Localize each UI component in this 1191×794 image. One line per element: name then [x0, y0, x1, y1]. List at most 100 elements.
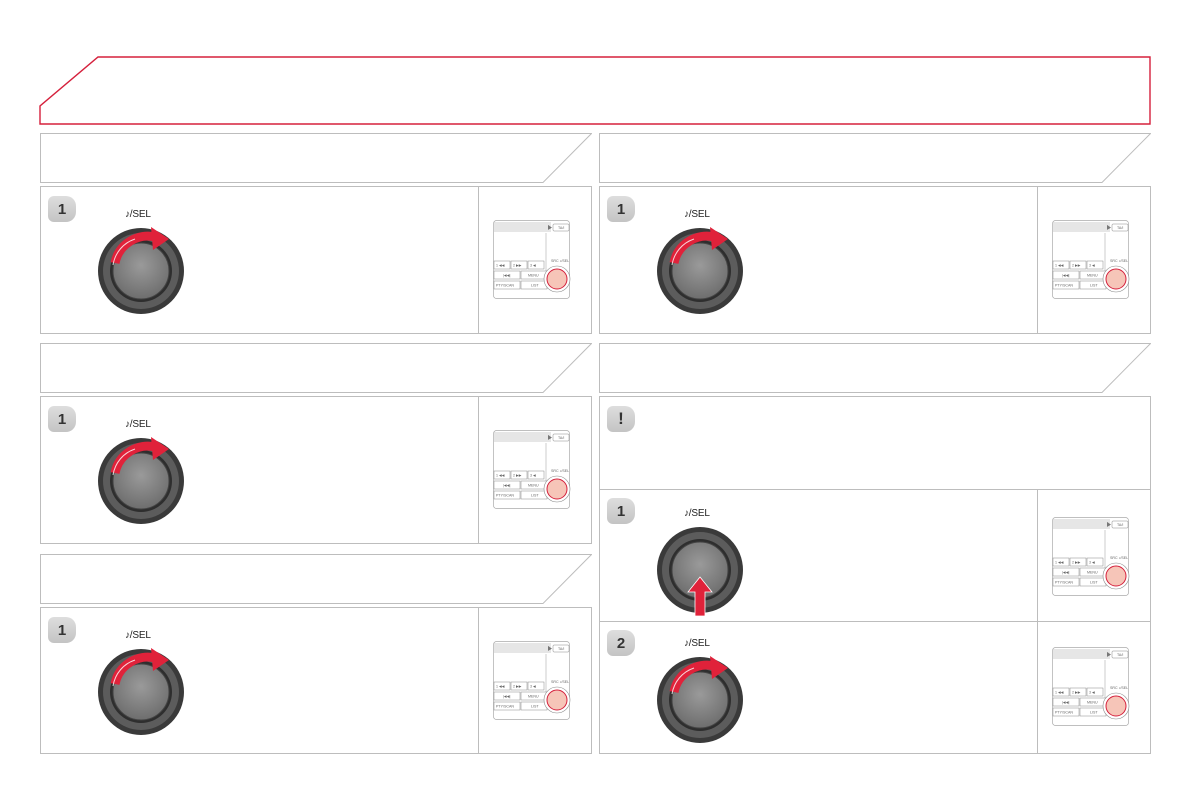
svg-text:LIST: LIST [531, 705, 539, 709]
svg-text:|◀◀|: |◀◀| [503, 274, 511, 278]
knob-label: ♪/SEL [125, 209, 151, 220]
svg-text:SRC ♪/SEL: SRC ♪/SEL [1110, 259, 1128, 263]
audio-panel-drawing: TA/I 1 ◀◀ 2 ▶▶ 3 ◀ |◀◀| MENU PTY/SCAN LIST SRC ♪… [493, 641, 571, 720]
note-panel: ! [599, 396, 1151, 490]
rotary-knob-icon [98, 437, 184, 524]
audio-panel-drawing: TA/I 1 ◀◀ 2 ▶▶ 3 ◀ |◀◀| MENU PTY/SCAN LIST SRC ♪… [1052, 647, 1130, 726]
svg-text:LIST: LIST [1090, 711, 1098, 715]
svg-text:3 ◀: 3 ◀ [1089, 691, 1096, 695]
svg-text:MENU: MENU [1087, 571, 1098, 575]
step-number-badge: 1 [607, 196, 635, 222]
svg-text:|◀◀|: |◀◀| [1062, 571, 1070, 575]
svg-text:3 ◀: 3 ◀ [530, 474, 537, 478]
section-heading-band [599, 343, 1151, 393]
section-heading-band [599, 133, 1151, 183]
svg-text:1 ◀◀: 1 ◀◀ [496, 264, 506, 268]
rotary-knob-icon [98, 648, 184, 735]
svg-text:2 ▶▶: 2 ▶▶ [513, 474, 523, 478]
svg-text:SRC ♪/SEL: SRC ♪/SEL [551, 469, 569, 473]
svg-text:3 ◀: 3 ◀ [530, 264, 537, 268]
audio-panel-icon: TA/I 1 ◀◀ 2 ▶▶ 3 ◀ |◀◀| MENU PTY/SCAN LIST SRC ♪… [1052, 647, 1138, 732]
svg-text:LIST: LIST [1090, 284, 1098, 288]
audio-panel-drawing: TA/I 1 ◀◀ 2 ▶▶ 3 ◀ |◀◀| MENU PTY/SCAN LIST SRC ♪… [1052, 517, 1130, 596]
knob-label: ♪/SEL [125, 419, 151, 430]
divider [1037, 622, 1038, 753]
svg-text:MENU: MENU [1087, 701, 1098, 705]
step-number-badge: 1 [48, 406, 76, 432]
svg-text:TA/I: TA/I [1117, 226, 1123, 230]
section-heading-band [40, 554, 592, 604]
svg-text:LIST: LIST [531, 494, 539, 498]
divider [1037, 187, 1038, 333]
svg-text:PTY/SCAN: PTY/SCAN [496, 705, 514, 709]
section-heading-band [40, 343, 592, 393]
rotary-knob-icon [98, 227, 184, 314]
svg-text:1 ◀◀: 1 ◀◀ [496, 685, 506, 689]
rotary-knob-press: ♪/SEL [652, 508, 752, 618]
rotary-knob-rotate: ♪/SEL [93, 209, 193, 319]
svg-text:|◀◀|: |◀◀| [503, 484, 511, 488]
svg-text:TA/I: TA/I [558, 226, 564, 230]
svg-text:2 ▶▶: 2 ▶▶ [1072, 691, 1082, 695]
svg-text:1 ◀◀: 1 ◀◀ [1055, 264, 1065, 268]
knob-label: ♪/SEL [684, 209, 710, 220]
rotary-knob-rotate: ♪/SEL [93, 419, 193, 529]
svg-text:1 ◀◀: 1 ◀◀ [1055, 691, 1065, 695]
header-banner [39, 56, 1151, 125]
audio-panel-icon: TA/I 1 ◀◀ 2 ▶▶ 3 ◀ |◀◀| MENU PTY/SCAN LIST SRC ♪… [1052, 517, 1138, 602]
svg-text:LIST: LIST [531, 284, 539, 288]
audio-panel-icon: TA/I 1 ◀◀ 2 ▶▶ 3 ◀ |◀◀| MENU PTY/SCAN LIST SRC ♪… [493, 641, 579, 726]
svg-text:2 ▶▶: 2 ▶▶ [1072, 561, 1082, 565]
svg-text:1 ◀◀: 1 ◀◀ [496, 474, 506, 478]
svg-text:SRC ♪/SEL: SRC ♪/SEL [551, 259, 569, 263]
knob-label: ♪/SEL [125, 630, 151, 641]
svg-text:1 ◀◀: 1 ◀◀ [1055, 561, 1065, 565]
divider [478, 187, 479, 333]
rotary-knob-rotate: ♪/SEL [93, 630, 193, 740]
svg-text:2 ▶▶: 2 ▶▶ [1072, 264, 1082, 268]
svg-text:PTY/SCAN: PTY/SCAN [1055, 711, 1073, 715]
svg-text:2 ▶▶: 2 ▶▶ [513, 685, 523, 689]
svg-text:TA/I: TA/I [558, 647, 564, 651]
svg-text:TA/I: TA/I [1117, 523, 1123, 527]
svg-text:|◀◀|: |◀◀| [1062, 701, 1070, 705]
svg-text:3 ◀: 3 ◀ [1089, 264, 1096, 268]
divider [478, 397, 479, 543]
svg-text:LIST: LIST [1090, 581, 1098, 585]
svg-text:MENU: MENU [1087, 274, 1098, 278]
svg-text:|◀◀|: |◀◀| [503, 695, 511, 699]
audio-panel-icon: TA/I 1 ◀◀ 2 ▶▶ 3 ◀ |◀◀| MENU PTY/SCAN LIST SRC ♪… [1052, 220, 1138, 305]
divider [1037, 490, 1038, 621]
exclamation-icon: ! [607, 406, 635, 432]
step-number-badge: 1 [607, 498, 635, 524]
svg-text:TA/I: TA/I [1117, 653, 1123, 657]
svg-text:PTY/SCAN: PTY/SCAN [496, 284, 514, 288]
svg-text:3 ◀: 3 ◀ [1089, 561, 1096, 565]
svg-text:TA/I: TA/I [558, 436, 564, 440]
svg-text:3 ◀: 3 ◀ [530, 685, 537, 689]
svg-text:SRC ♪/SEL: SRC ♪/SEL [1110, 686, 1128, 690]
svg-text:PTY/SCAN: PTY/SCAN [1055, 284, 1073, 288]
step-panel: 1 ♪/SEL TA/I 1 ◀◀ 2 ▶▶ 3 ◀ |◀◀| MENU PTY/SCAN L… [599, 489, 1151, 622]
rotary-knob-rotate: ♪/SEL [652, 209, 752, 319]
step-panel: 1 ♪/SEL TA/I 1 ◀◀ 2 ▶▶ 3 ◀ |◀◀| MENU PTY/SCAN L… [599, 186, 1151, 334]
audio-panel-drawing: TA/I 1 ◀◀ 2 ▶▶ 3 ◀ |◀◀| MENU PTY/SCAN LIST SRC ♪… [1052, 220, 1130, 299]
knob-label: ♪/SEL [684, 508, 710, 519]
svg-text:SRC ♪/SEL: SRC ♪/SEL [551, 680, 569, 684]
svg-text:MENU: MENU [528, 274, 539, 278]
svg-text:SRC ♪/SEL: SRC ♪/SEL [1110, 556, 1128, 560]
svg-text:PTY/SCAN: PTY/SCAN [1055, 581, 1073, 585]
section-heading-band [40, 133, 592, 183]
knob-label: ♪/SEL [684, 638, 710, 649]
step-number-badge: 1 [48, 196, 76, 222]
svg-text:MENU: MENU [528, 695, 539, 699]
rotary-knob-icon [657, 527, 743, 617]
svg-text:|◀◀|: |◀◀| [1062, 274, 1070, 278]
